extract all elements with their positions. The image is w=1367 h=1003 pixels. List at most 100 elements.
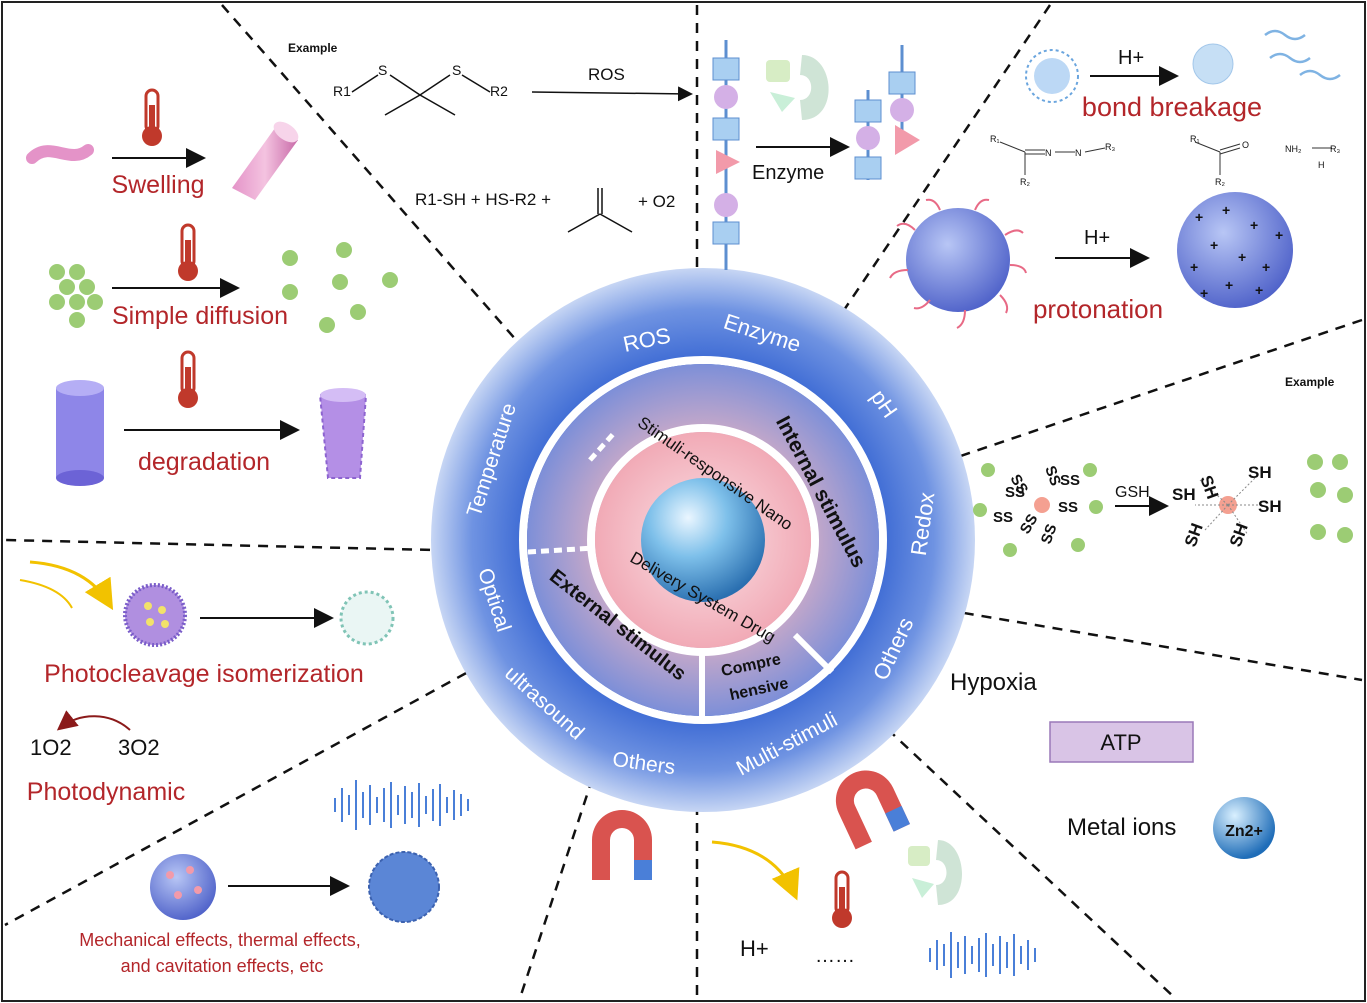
svg-text:R₂: R₂ — [1020, 177, 1030, 187]
thiol-product-icon: SH SH SH SH SH SH — [1172, 463, 1282, 549]
svg-text:R₃: R₃ — [1330, 144, 1340, 154]
sulfur-label: S — [452, 62, 461, 78]
ultrasound-section: Mechanical effects, thermal effects, and… — [79, 780, 469, 976]
thermometer-icon — [142, 88, 162, 146]
redox-section: Example SS SS SS SS SS SS SS SS GSH — [973, 375, 1353, 557]
svg-text:+: + — [1222, 202, 1230, 218]
acetone-structure — [567, 188, 633, 233]
r1-label: R1 — [333, 83, 351, 99]
svg-text:O: O — [1242, 140, 1249, 150]
nanoparticle-icon — [150, 854, 216, 920]
thermometer-icon — [832, 870, 852, 928]
redox-example-label: Example — [1285, 375, 1335, 389]
peptide-chain-icon — [712, 40, 740, 270]
ellipsis-label: …… — [815, 945, 855, 967]
enzyme-section: Enzyme — [712, 40, 920, 270]
sound-wave-icon — [929, 932, 1036, 978]
enzyme-icon — [766, 55, 829, 120]
ros-products: R1-SH + HS-R2 + — [415, 190, 551, 209]
thioketal-structure — [351, 74, 491, 116]
magnet-icon — [592, 810, 652, 880]
ros-section: Example R1 S S R2 ROS R1-SH + HS-R2 + + … — [288, 41, 693, 233]
svg-text:SS: SS — [1038, 522, 1061, 547]
svg-text:SS: SS — [993, 509, 1013, 526]
svg-text:R₂: R₂ — [1215, 177, 1225, 187]
zinc-label: Zn2+ — [1225, 823, 1263, 840]
svg-text:SS: SS — [1041, 464, 1064, 489]
photocleavage-label: Photocleavage isomerization — [44, 660, 364, 688]
svg-text:SH: SH — [1172, 485, 1196, 504]
temperature-section: Swelling Simple diffusion degradation — [26, 88, 398, 486]
gsh-label: GSH — [1115, 484, 1150, 501]
svg-text:+: + — [1262, 259, 1270, 275]
sound-wave-icon — [334, 780, 469, 830]
svg-text:SH: SH — [1248, 463, 1272, 482]
swelling-label: Swelling — [111, 171, 204, 199]
svg-text:+: + — [1275, 227, 1283, 243]
light-ray-icon — [711, 840, 800, 901]
ultrasound-effects-line2: and cavitation effects, etc — [121, 956, 324, 976]
protonation-label: protonation — [1033, 294, 1163, 324]
ultrasound-effects-line1: Mechanical effects, thermal effects, — [79, 930, 360, 950]
micelle-icon — [1025, 49, 1079, 103]
released-chains-icon — [1264, 29, 1341, 81]
intact-cylinder-icon — [56, 380, 104, 486]
svg-text:R₁: R₁ — [1190, 134, 1200, 144]
ph-h-plus-label: H+ — [1084, 227, 1110, 249]
svg-text:NH₂: NH₂ — [1285, 144, 1302, 154]
degraded-cylinder-icon — [318, 388, 368, 479]
swollen-cylinder-icon — [232, 121, 299, 200]
svg-text:SH: SH — [1258, 497, 1282, 516]
clustered-particles-icon — [49, 264, 103, 328]
thermometer-icon — [178, 350, 198, 408]
svg-text:+: + — [1238, 249, 1246, 265]
svg-text:N: N — [1045, 148, 1052, 158]
bond-breakage-label: bond breakage — [1082, 92, 1262, 122]
nanocarrier-sphere — [641, 478, 765, 602]
svg-text:+: + — [1200, 285, 1208, 301]
svg-text:R₁: R₁ — [990, 134, 1000, 144]
ph-h-plus-label: H+ — [1118, 47, 1144, 69]
svg-text:SS: SS — [1060, 472, 1080, 489]
svg-text:+: + — [1250, 217, 1258, 233]
disulfide-crosslinked-icon: SS SS SS SS SS SS SS SS — [973, 463, 1103, 557]
conversion-arrow-icon — [56, 710, 131, 731]
svg-text:SH: SH — [1226, 521, 1252, 550]
protonated-nanoparticle-icon: +++ +++ +++ ++ — [1177, 192, 1293, 308]
degradation-label: degradation — [138, 448, 270, 476]
hypoxia-label: Hypoxia — [950, 669, 1037, 696]
polymer-chain-icon — [26, 144, 94, 164]
simple-diffusion-label: Simple diffusion — [112, 302, 288, 330]
zinc-ion-icon — [1213, 797, 1275, 859]
svg-text:+: + — [1225, 277, 1233, 293]
ros-o2: + O2 — [638, 192, 675, 211]
nanoparticle-icon — [889, 198, 1027, 329]
multi-stimuli-section: H+ …… — [711, 770, 1036, 978]
released-drug-icon — [1307, 454, 1353, 543]
optical-section: Photocleavage isomerization 1O2 3O2 Phot… — [19, 560, 395, 806]
atp-label: ATP — [1100, 730, 1141, 755]
svg-text:N: N — [1075, 148, 1082, 158]
metal-ions-label: Metal ions — [1067, 814, 1176, 841]
enzyme-label: Enzyme — [752, 162, 824, 184]
svg-text:SS: SS — [1017, 511, 1042, 537]
singlet-oxygen-label: 1O2 — [30, 735, 72, 760]
sulfur-label: S — [378, 62, 387, 78]
thermometer-icon — [178, 223, 198, 281]
micelle-drug-icon — [123, 583, 187, 647]
svg-text:SS: SS — [1058, 499, 1078, 516]
ros-arrow-label: ROS — [588, 65, 625, 84]
svg-text:+: + — [1255, 282, 1263, 298]
r2-label: R2 — [490, 83, 508, 99]
magnet-icon — [835, 770, 910, 850]
svg-text:R₃: R₃ — [1105, 142, 1115, 152]
light-ray-icon — [29, 560, 114, 611]
released-particles-icon — [282, 242, 398, 333]
triplet-oxygen-label: 3O2 — [118, 735, 160, 760]
multi-h-plus-label: H+ — [740, 936, 769, 961]
center-hub: ROS Enzyme pH Redox Others Multi-stimuli… — [431, 268, 975, 812]
